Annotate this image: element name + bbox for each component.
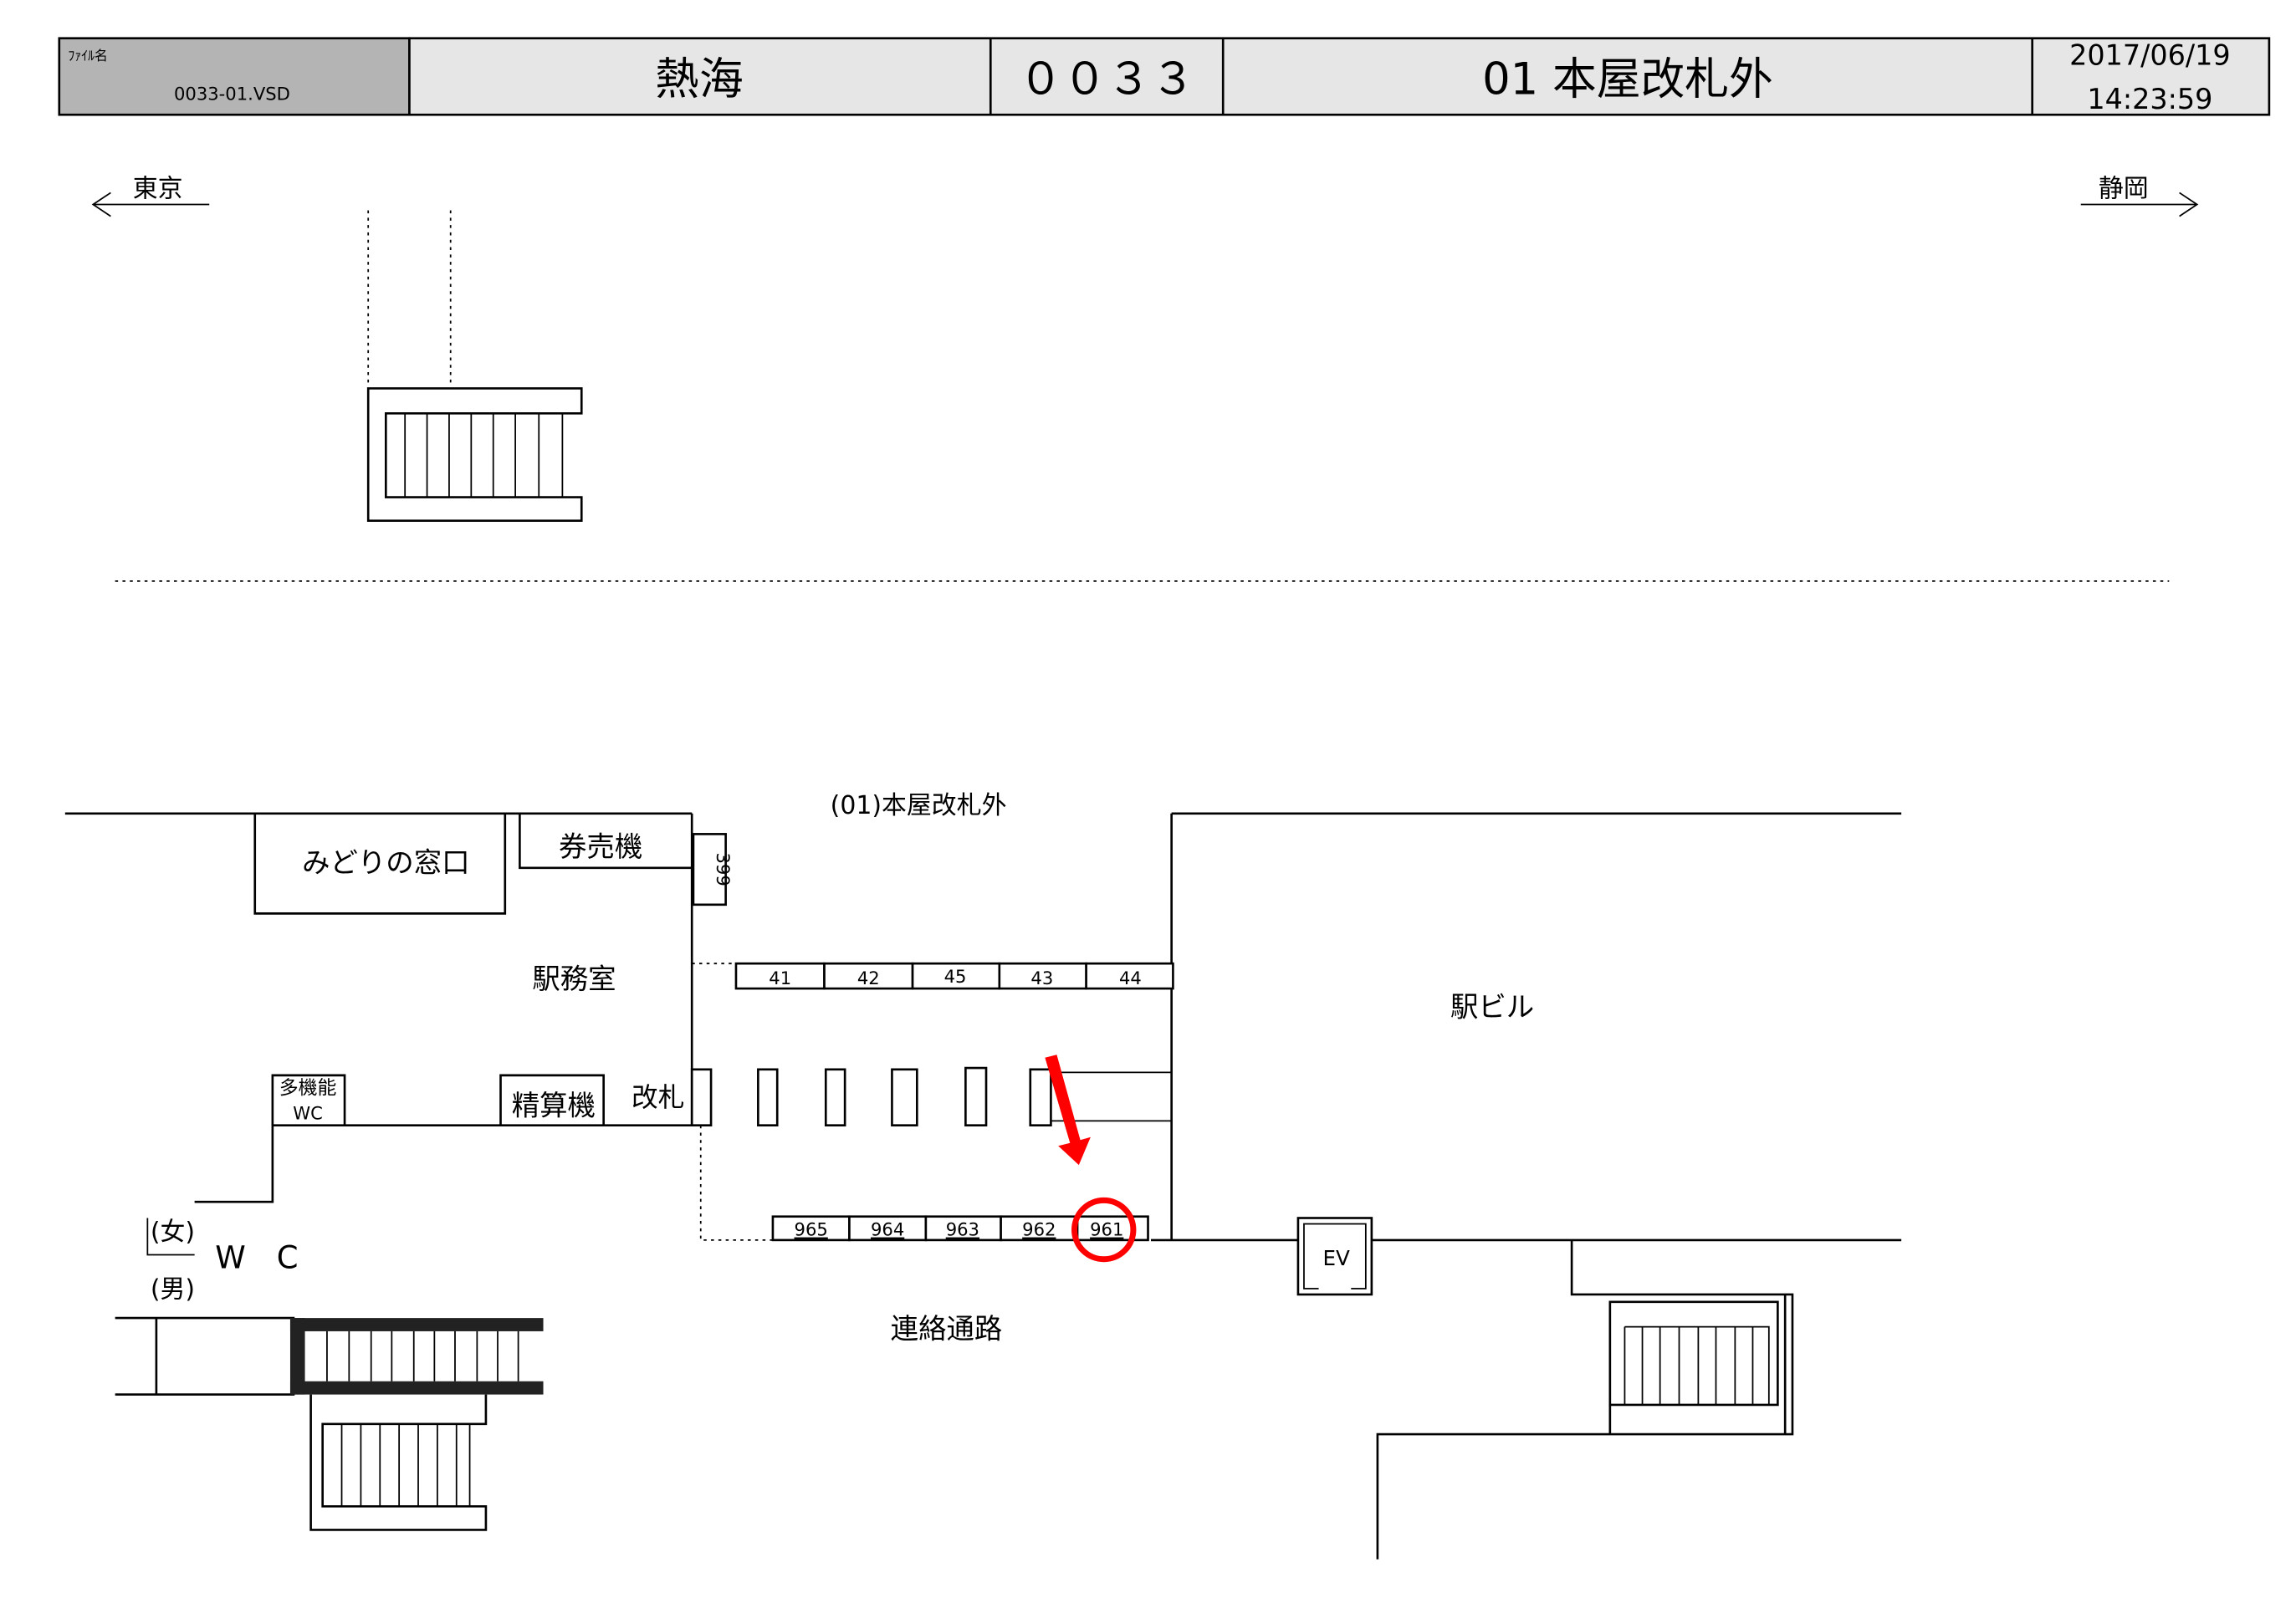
direction-right-label: 静岡: [2099, 175, 2149, 204]
board-label: 42: [857, 968, 880, 988]
board-label: 964: [871, 1219, 904, 1240]
arrow-right-icon: [2080, 192, 2199, 217]
board-label: 963: [946, 1219, 979, 1240]
board-399-label: 399: [713, 852, 734, 886]
upper-stairs: [366, 210, 583, 523]
walls: [64, 812, 1902, 1560]
area-label: (01)本屋改札外: [831, 791, 1007, 820]
direction-shizuoka: 静岡: [2080, 175, 2199, 217]
board-label: 961: [1090, 1219, 1123, 1240]
wc-label: W C: [215, 1239, 298, 1275]
midori-no-madoguchi: みどりの窓口: [302, 846, 469, 879]
multi-wc-sub: WC: [293, 1103, 323, 1124]
time: 14:23:59: [2087, 83, 2212, 115]
board-44[interactable]: [1085, 962, 1174, 990]
board-label: 41: [769, 968, 791, 988]
file-name: 0033-01.VSD: [174, 84, 290, 105]
station-code: ００３３: [1019, 54, 1195, 105]
board-label: 45: [944, 966, 967, 987]
direction-left-label: 東京: [133, 175, 183, 204]
multi-wc-label: 多機能: [279, 1078, 337, 1100]
date: 2017/06/19: [2069, 38, 2231, 71]
board-41[interactable]: [734, 962, 826, 990]
header-bar: ﾌｧｲﾙ名 0033-01.VSD 熱海 ００３３ 01 本屋改札外 2017/…: [58, 37, 2271, 116]
file-cell: [58, 37, 411, 116]
gate-label: 改札: [632, 1083, 684, 1113]
station-name: 熱海: [655, 54, 744, 105]
board-label: 44: [1119, 968, 1142, 988]
station-building: 駅ビル: [1450, 991, 1534, 1024]
arrow-left-icon: [91, 192, 210, 217]
highlight-circle: [1071, 1197, 1137, 1263]
left-stairs: [115, 1316, 544, 1531]
board-label: 965: [795, 1219, 828, 1240]
board-399[interactable]: [692, 833, 727, 906]
ticket-gates: [690, 1066, 1052, 1126]
elevator[interactable]: EV: [1296, 1217, 1373, 1296]
passage-label: 連絡通路: [891, 1313, 1003, 1346]
bottom-boards: 965 964 963 962 961: [771, 1215, 1149, 1242]
station-office: 駅務室: [532, 963, 616, 995]
file-label: ﾌｧｲﾙ名: [68, 48, 108, 64]
right-stairs: [1608, 1294, 1787, 1435]
wc-women: (女): [151, 1218, 195, 1247]
fare-adjustment: 精算機: [512, 1089, 596, 1121]
board-label: 43: [1030, 968, 1053, 988]
direction-tokyo: 東京: [91, 175, 210, 217]
top-boards: 41 42 45 43 44: [734, 962, 1174, 990]
wc-men: (男): [151, 1274, 195, 1304]
board-label: 962: [1022, 1219, 1056, 1240]
area-title: 01 本屋改札外: [1482, 54, 1773, 105]
red-arrow-icon: [1045, 1055, 1091, 1166]
ev-label: EV: [1322, 1246, 1350, 1270]
ticket-machines: 券売機: [559, 830, 642, 863]
